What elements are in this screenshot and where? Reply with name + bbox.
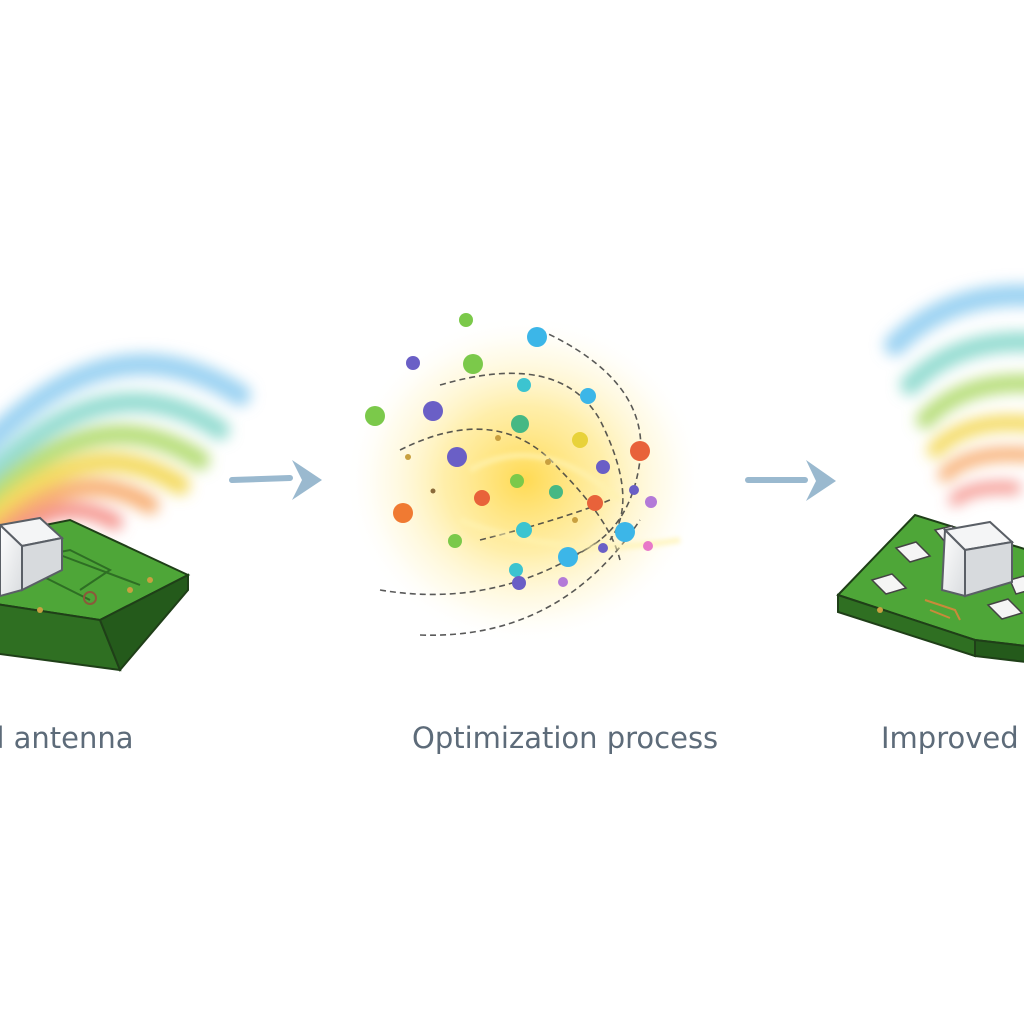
radiation-waves-icon	[0, 353, 251, 559]
improved-antenna-group	[836, 284, 1024, 663]
antenna-block-left	[0, 516, 65, 598]
initial-antenna-group	[0, 353, 251, 672]
right-arrow-icon	[745, 460, 836, 501]
particles	[365, 313, 657, 590]
radiation-waves-icon	[884, 284, 1024, 506]
antenna-block-right	[940, 520, 1015, 598]
optimization-process-label: Optimization process	[412, 721, 719, 755]
initial-antenna-label: d antenna	[0, 721, 134, 755]
particle-swarm-icon	[345, 313, 705, 645]
right-arrow-icon	[229, 460, 322, 500]
improved-antenna-label: Improved d	[881, 721, 1024, 755]
